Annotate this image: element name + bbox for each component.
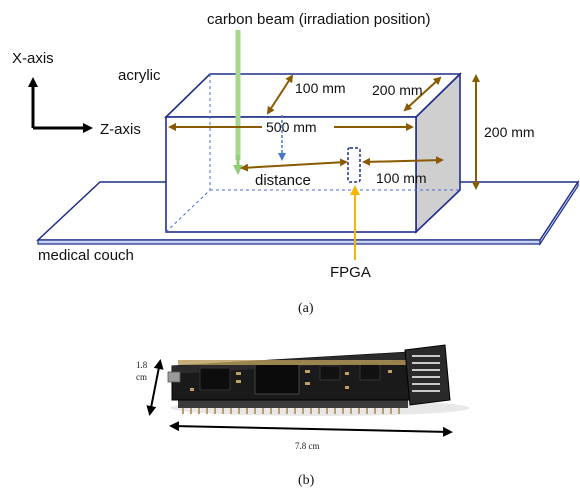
- width-dimension-label: 200 mm: [372, 82, 423, 98]
- length-dimension-label: 500 mm: [266, 119, 317, 135]
- x-axis-label: X-axis: [12, 50, 54, 67]
- fpga-side-dimension-label: 100 mm: [376, 170, 427, 186]
- caption-b: (b): [298, 473, 315, 488]
- fpga-label: FPGA: [330, 264, 371, 281]
- fpga-board-illustration: [167, 344, 470, 416]
- carbon-beam-label: carbon beam (irradiation position): [207, 11, 430, 28]
- fpga-position-marker: [347, 147, 361, 183]
- board-length-dimension: 7.8 cm: [169, 421, 453, 451]
- distance-dimension: distance: [240, 158, 348, 189]
- height-dimension-label: 200 mm: [484, 124, 535, 140]
- axes-indicator: X-axis Z-axis: [12, 50, 141, 138]
- board-height-unit: cm: [136, 372, 147, 382]
- caption-a: (a): [298, 301, 314, 316]
- depth-dimension-label: 100 mm: [295, 80, 346, 96]
- acrylic-label: acrylic: [118, 67, 161, 84]
- width-dimension-200: 200 mm: [372, 76, 442, 112]
- height-dimension-200: 200 mm: [472, 74, 535, 190]
- board-length-label: 7.8 cm: [295, 441, 320, 451]
- medical-couch-label: medical couch: [38, 247, 134, 264]
- length-dimension-500: 500 mm: [168, 118, 414, 135]
- distance-label: distance: [255, 172, 311, 189]
- z-axis-label: Z-axis: [100, 121, 141, 138]
- board-height-value: 1.8: [136, 360, 148, 370]
- depth-dimension-100: 100 mm: [266, 74, 346, 115]
- board-height-dimension: 1.8 cm: [136, 359, 164, 416]
- fpga-side-dimension-100: 100 mm: [362, 156, 444, 186]
